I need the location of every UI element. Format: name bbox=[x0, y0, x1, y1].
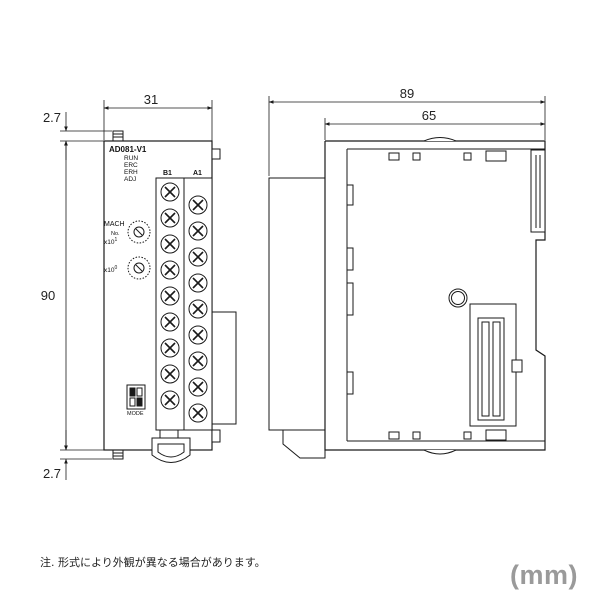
no-label: No. bbox=[111, 231, 120, 237]
terminal-screw-a bbox=[188, 221, 208, 241]
x10-1-label: x101 bbox=[104, 237, 117, 246]
terminal-b1-label: B1 bbox=[163, 170, 172, 177]
led-erh-label: ERH bbox=[124, 169, 138, 176]
mode-label: MODE bbox=[127, 411, 144, 417]
terminal-screw-b bbox=[160, 286, 180, 306]
x10-0-label: x100 bbox=[104, 265, 117, 274]
terminal-screw-b bbox=[160, 260, 180, 280]
terminal-screw-b bbox=[160, 338, 180, 358]
terminal-a1-label: A1 bbox=[193, 170, 202, 177]
terminal-screw-a bbox=[188, 403, 208, 423]
terminal-screw-a bbox=[188, 195, 208, 215]
dim-bottom-offset: 2.7 bbox=[43, 466, 61, 481]
terminal-screw-a bbox=[188, 325, 208, 345]
terminal-screw-b bbox=[160, 234, 180, 254]
terminal-screw-b bbox=[160, 390, 180, 410]
dim-height: 90 bbox=[41, 288, 55, 303]
dim-overall-depth: 89 bbox=[400, 86, 414, 101]
terminal-screw-b bbox=[160, 364, 180, 384]
dim-top-offset: 2.7 bbox=[43, 110, 61, 125]
terminal-screw-a bbox=[188, 247, 208, 267]
dim-front-width: 31 bbox=[144, 92, 158, 107]
terminal-screw-b bbox=[160, 208, 180, 228]
terminal-screw-a bbox=[188, 377, 208, 397]
side-view bbox=[268, 137, 546, 459]
led-erc-label: ERC bbox=[124, 162, 138, 169]
dim-body-depth: 65 bbox=[422, 108, 436, 123]
terminal-screws bbox=[160, 182, 208, 423]
model-label: AD081-V1 bbox=[109, 145, 147, 154]
terminal-screw-b bbox=[160, 312, 180, 332]
terminal-screw-a bbox=[188, 351, 208, 371]
unit-label: (mm) bbox=[510, 560, 578, 590]
dimension-lines bbox=[60, 96, 546, 480]
led-adj-label: ADJ bbox=[124, 176, 136, 183]
terminal-screw-b bbox=[160, 182, 180, 202]
led-run-label: RUN bbox=[124, 155, 138, 162]
terminal-screw-a bbox=[188, 273, 208, 293]
footnote: 注. 形式により外観が異なる場合があります。 bbox=[40, 556, 266, 569]
mach-label: MACH bbox=[104, 221, 125, 228]
terminal-screw-a bbox=[188, 299, 208, 319]
